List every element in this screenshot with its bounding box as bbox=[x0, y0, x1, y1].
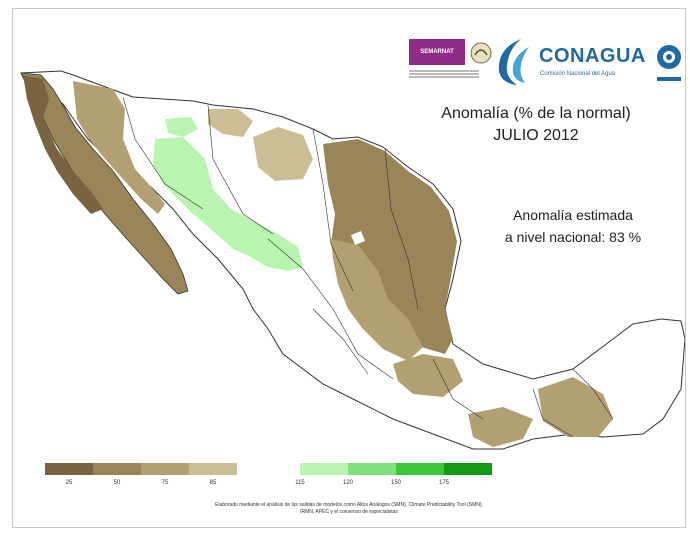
eagle-icon bbox=[470, 42, 492, 64]
legend-swatch bbox=[444, 463, 492, 475]
legend-swatch bbox=[300, 463, 348, 475]
semarnat-label: SEMARNAT bbox=[409, 39, 465, 65]
north-central-patch bbox=[253, 127, 313, 181]
smn-icon bbox=[657, 45, 681, 81]
green-wet-region bbox=[153, 137, 303, 271]
semarnat-subtitle-lines bbox=[409, 69, 479, 79]
legend-tick-label: 150 bbox=[390, 480, 401, 486]
legend-swatch bbox=[189, 463, 237, 475]
legend-swatch bbox=[396, 463, 444, 475]
east-brown-region bbox=[323, 139, 457, 354]
sonora-brown bbox=[73, 81, 165, 214]
legend-tick-label: 25 bbox=[65, 480, 73, 486]
semarnat-logo: SEMARNAT bbox=[409, 39, 499, 97]
legend-swatch bbox=[45, 463, 93, 475]
north-patch bbox=[208, 109, 253, 137]
map-period: JULIO 2012 bbox=[493, 127, 579, 144]
legend-tick-label: 120 bbox=[342, 480, 353, 486]
map-title: Anomalía (% de la normal) bbox=[441, 105, 631, 122]
conagua-subtitle: Comisión Nacional del Agua bbox=[540, 71, 616, 77]
mexico-anomaly-map bbox=[20, 70, 685, 450]
east-light-region bbox=[331, 239, 423, 361]
legend-swatch bbox=[348, 463, 396, 475]
legend-swatch bbox=[141, 463, 189, 475]
conagua-wave-icon bbox=[498, 39, 529, 85]
footer-credit-line2: IRMN, APEC y el consenso de especialista… bbox=[300, 509, 398, 515]
yucatan-patch bbox=[538, 377, 613, 437]
footer-credit-line1: Elaborado mediante el análisis de las sa… bbox=[215, 502, 483, 508]
green-spot bbox=[165, 117, 198, 137]
national-anomaly-value: a nivel nacional: 83 % bbox=[504, 229, 642, 245]
conagua-title: CONAGUA bbox=[539, 45, 646, 67]
legend-tick-label: 175 bbox=[438, 480, 449, 486]
south-patch-1 bbox=[393, 354, 463, 397]
baja-dark bbox=[23, 75, 103, 214]
legend-tick-label: 85 bbox=[209, 480, 217, 486]
baja-california bbox=[20, 72, 189, 295]
legend-tick-label: 50 bbox=[113, 480, 121, 486]
color-legend: 25 50 75 85 115 120 150 175 bbox=[45, 463, 505, 493]
map-frame: SEMARNAT CONAGUA Comisión Nacional del A… bbox=[12, 8, 686, 528]
white-hole bbox=[351, 231, 365, 245]
national-anomaly-label: Anomalía estimada bbox=[513, 207, 633, 223]
state-borders bbox=[122, 96, 614, 438]
legend-swatch bbox=[93, 463, 141, 475]
legend-tick-label: 115 bbox=[295, 480, 305, 486]
legend-tick-label: 75 bbox=[161, 480, 169, 486]
south-patch-2 bbox=[468, 407, 533, 447]
